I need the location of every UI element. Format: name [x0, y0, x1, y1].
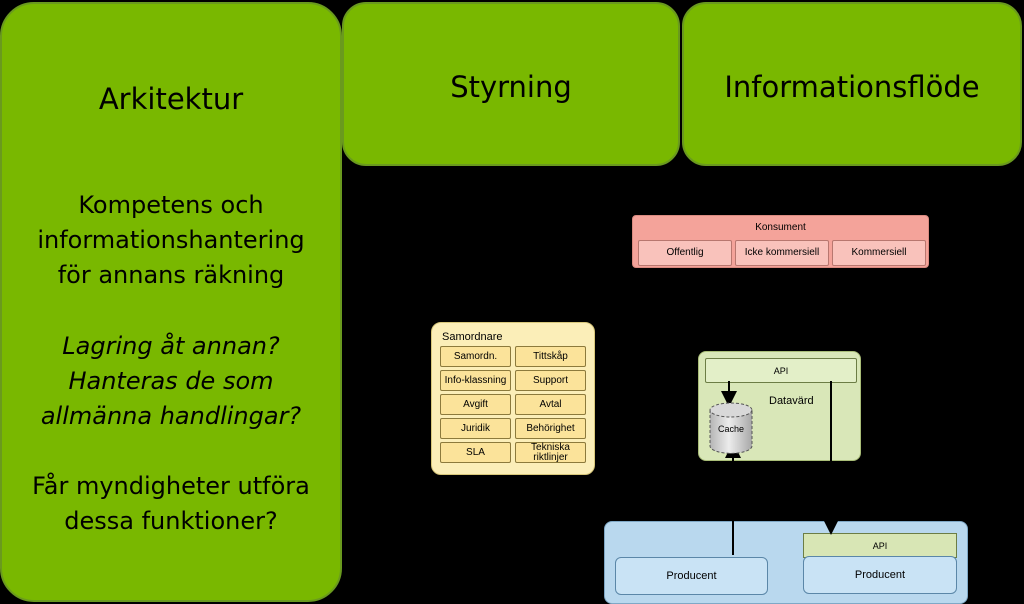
arkitektur-panel: Arkitektur Kompetens och informationshan…: [0, 2, 342, 602]
konsument-icke-kommersiell: Icke kommersiell: [735, 240, 829, 266]
samordnare-item: Juridik: [440, 418, 511, 439]
konsument-box: Konsument Offentlig Icke kommersiell Kom…: [632, 215, 929, 268]
informationsflode-panel: Informationsflöde: [682, 2, 1022, 166]
kompetens-line-1: Kompetens och: [78, 191, 264, 219]
samordnare-item: Avtal: [515, 394, 586, 415]
myndigheter-question: Får myndigheter utföra dessa funktioner?: [12, 469, 330, 539]
kompetens-line-3: för annans räkning: [57, 261, 285, 289]
samordnare-item: Behörighet: [515, 418, 586, 439]
lagring-line-3: allmänna handlingar?: [40, 402, 302, 430]
datavard-title: Datavärd: [769, 395, 814, 407]
producent-area: API Producent Producent: [604, 521, 968, 604]
samordnare-item: Samordn.: [440, 346, 511, 367]
lagring-question: Lagring åt annan? Hanteras de som allmän…: [12, 329, 330, 434]
konsument-kommersiell: Kommersiell: [832, 240, 926, 266]
samordnare-box: Samordnare Samordn. Tittskåp Info-klassn…: [431, 322, 595, 475]
kompetens-paragraph: Kompetens och informationshantering för …: [12, 188, 330, 293]
samordnare-item: SLA: [440, 442, 511, 463]
cache-cylinder-icon: [709, 402, 753, 454]
styrning-panel: Styrning: [342, 2, 680, 166]
samordnare-item: Support: [515, 370, 586, 391]
datavard-box: API Datavärd: [698, 351, 861, 461]
producent-box-2: Producent: [803, 556, 957, 594]
myndigheter-line-2: dessa funktioner?: [64, 507, 278, 535]
datavard-api: API: [705, 358, 857, 383]
lagring-line-1: Lagring åt annan?: [62, 332, 280, 360]
producent-box-1: Producent: [615, 557, 768, 595]
cache-label: Cache: [718, 424, 744, 434]
informationsflode-title: Informationsflöde: [724, 70, 980, 104]
styrning-title: Styrning: [450, 70, 572, 104]
samordnare-item: Tittskåp: [515, 346, 586, 367]
kompetens-line-2: informationshantering: [37, 226, 305, 254]
samordnare-item: Info-klassning: [440, 370, 511, 391]
myndigheter-line-1: Får myndigheter utföra: [32, 472, 310, 500]
samordnare-item: Avgift: [440, 394, 511, 415]
arkitektur-title: Arkitektur: [98, 82, 244, 116]
samordnare-item: Tekniska riktlinjer: [515, 442, 586, 463]
samordnare-title: Samordnare: [442, 331, 503, 343]
konsument-title: Konsument: [755, 222, 806, 233]
konsument-offentlig: Offentlig: [638, 240, 732, 266]
lagring-line-2: Hanteras de som: [68, 367, 274, 395]
